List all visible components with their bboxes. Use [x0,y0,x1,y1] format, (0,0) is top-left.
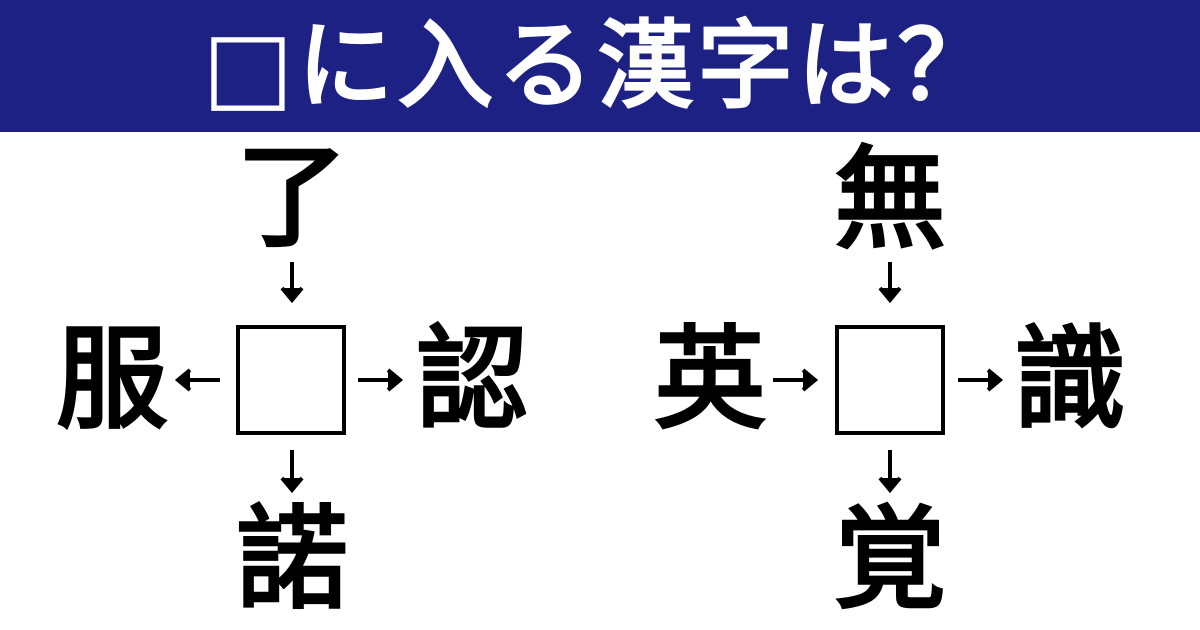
puzzle-2-right-kanji: 識 [1014,315,1126,445]
arrow-down-icon [878,262,902,304]
header-banner: □に入る漢字は？ [0,0,1200,132]
arrow-right-icon [773,368,819,392]
arrow-right-icon [958,368,1004,392]
puzzle-1-top-kanji: 了 [236,133,348,263]
puzzle-1-right-kanji: 認 [416,315,528,445]
arrow-down-icon [280,262,304,304]
arrow-down-icon [280,450,304,494]
arrow-down-icon [878,450,902,494]
page-title: □に入る漢字は？ [202,10,998,122]
puzzle-1-arrows [174,262,404,494]
puzzle-2-bottom-kanji: 覚 [834,495,946,625]
puzzle-2-blank-box [835,325,945,435]
puzzle-1-bottom-kanji: 諾 [236,495,348,625]
puzzle-2-arrows [773,262,1004,494]
puzzle-1-left-kanji: 服 [56,315,168,445]
puzzle-2-left-kanji: 英 [654,315,766,445]
arrow-left-icon [174,368,220,392]
arrow-right-icon [358,368,404,392]
puzzle-1-blank-box [236,325,346,435]
puzzle-2-top-kanji: 無 [834,135,946,265]
